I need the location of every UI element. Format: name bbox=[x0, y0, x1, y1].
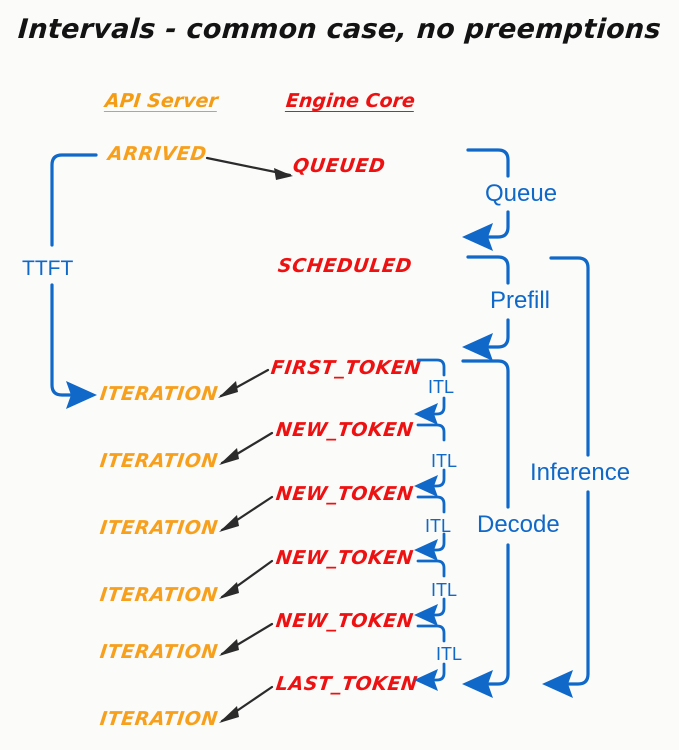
interval-label-itl-2: ITL bbox=[431, 451, 458, 471]
arrow-new-token-2-to-iteration bbox=[219, 495, 274, 532]
state-iteration-5: ITERATION bbox=[98, 641, 220, 663]
arrow-new-token-1-to-iteration bbox=[219, 431, 274, 465]
interval-label-itl-5: ITL bbox=[436, 644, 463, 664]
arrow-arrived-to-queued bbox=[205, 156, 293, 180]
state-queued: QUEUED bbox=[291, 155, 387, 177]
interval-label-queue: Queue bbox=[485, 180, 558, 207]
column-header-api-server: API Server bbox=[103, 90, 220, 112]
interval-label-ttft: TTFT bbox=[22, 257, 74, 280]
state-first-token: FIRST_TOKEN bbox=[269, 357, 423, 379]
arrow-last-token-to-iteration bbox=[219, 685, 274, 723]
interval-label-inference: Inference bbox=[530, 459, 631, 486]
state-new-token-3: NEW_TOKEN bbox=[274, 547, 415, 569]
state-iteration-4: ITERATION bbox=[98, 584, 220, 606]
state-iteration-1: ITERATION bbox=[98, 383, 220, 405]
state-last-token: LAST_TOKEN bbox=[274, 673, 420, 695]
bracket-ttft bbox=[50, 153, 98, 409]
state-new-token-1: NEW_TOKEN bbox=[274, 419, 415, 441]
arrow-new-token-3-to-iteration bbox=[219, 559, 274, 599]
state-iteration-6: ITERATION bbox=[98, 708, 220, 730]
state-new-token-2: NEW_TOKEN bbox=[274, 483, 415, 505]
arrow-new-token-4-to-iteration bbox=[219, 622, 274, 656]
arrow-first-token-to-iteration bbox=[218, 368, 270, 398]
state-iteration-3: ITERATION bbox=[98, 517, 220, 539]
interval-label-itl-1: ITL bbox=[428, 377, 455, 397]
state-new-token-4: NEW_TOKEN bbox=[274, 610, 415, 632]
interval-label-decode: Decode bbox=[477, 511, 560, 538]
interval-label-itl-4: ITL bbox=[431, 580, 458, 600]
interval-label-prefill: Prefill bbox=[490, 287, 551, 314]
state-arrived: ARRIVED bbox=[106, 143, 209, 165]
diagram-title: Intervals - common case, no preemptions bbox=[17, 14, 662, 45]
interval-label-itl-3: ITL bbox=[425, 516, 452, 536]
state-scheduled: SCHEDULED bbox=[276, 255, 414, 277]
column-header-engine-core: Engine Core bbox=[284, 90, 417, 112]
state-iteration-2: ITERATION bbox=[98, 450, 220, 472]
